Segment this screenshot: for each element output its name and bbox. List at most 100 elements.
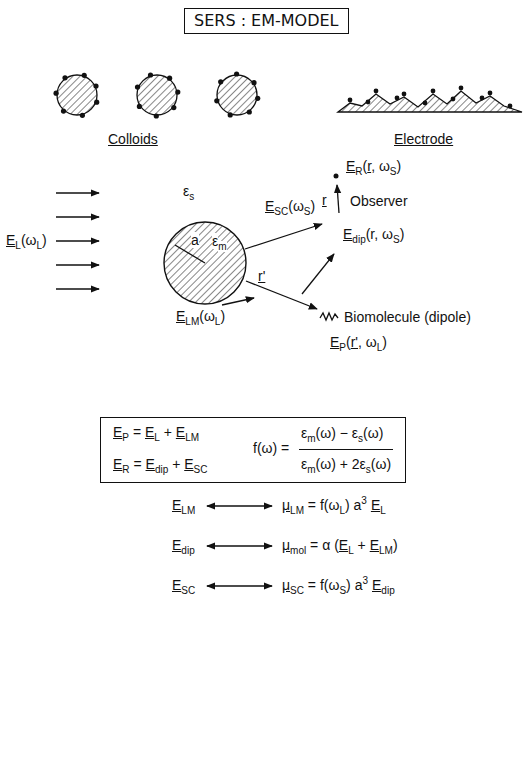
formula-text: E xyxy=(330,334,339,350)
formula-text: ) a xyxy=(346,577,362,593)
adsorbed-molecule xyxy=(395,96,400,101)
adsorbed-molecule xyxy=(402,92,407,97)
adsorbed-molecule xyxy=(171,105,176,110)
formula-text: = α ( xyxy=(306,537,339,553)
biomolecule-symbol xyxy=(320,313,338,320)
formula-text: ( xyxy=(363,158,368,174)
formula-group: εm(ω) + 2εs(ω) xyxy=(301,456,391,474)
sphere-label: εm xyxy=(212,233,227,251)
formula-text: μ xyxy=(282,537,290,553)
formula-text: S xyxy=(304,206,311,217)
formula-text: 3 xyxy=(362,575,368,586)
adsorbed-molecule xyxy=(374,89,379,94)
formula-text: LM xyxy=(379,545,393,556)
colloid-particles xyxy=(54,71,261,118)
formula-text: (ω) xyxy=(371,456,391,472)
formula-group: f(ω) = xyxy=(253,440,289,457)
formula-text: (ω) xyxy=(363,425,383,441)
metal-sphere: εma xyxy=(163,221,247,305)
formula-text: dip xyxy=(155,464,168,475)
correspondence-arrows xyxy=(207,506,272,586)
formula-text: L xyxy=(215,316,221,327)
formula-text: Colloids xyxy=(108,131,158,147)
formula-text: R xyxy=(122,464,129,475)
formula-text: Biomolecule (dipole) xyxy=(344,309,471,325)
adsorbed-molecule xyxy=(423,101,428,106)
double-arrow xyxy=(207,585,272,586)
adsorbed-molecule xyxy=(459,86,464,91)
adsorbed-molecule xyxy=(54,91,59,96)
sphere-outline xyxy=(163,221,247,305)
formula-text: L xyxy=(348,545,354,556)
formula-text: SC xyxy=(274,206,288,217)
formula-text: E xyxy=(145,424,154,440)
radius-line xyxy=(175,245,205,263)
formula-text: = xyxy=(129,424,145,440)
adsorbed-molecule xyxy=(251,80,256,85)
label-group: Edip xyxy=(172,537,195,555)
formula-text: μ xyxy=(282,497,290,513)
local-field-arrow xyxy=(222,298,254,305)
adsorbed-molecule xyxy=(480,96,485,101)
label-group: ELM xyxy=(172,497,195,515)
field-arrow xyxy=(56,216,99,217)
label-group: r xyxy=(322,192,327,209)
formula-text: r xyxy=(322,192,327,208)
formula-text: P xyxy=(122,432,129,443)
formula-text: E xyxy=(346,158,355,174)
adsorbed-molecule xyxy=(214,98,219,103)
label-group: EP(r', ωL) xyxy=(330,334,387,352)
formula-text: L xyxy=(37,240,43,251)
formula-text: Electrode xyxy=(394,131,453,147)
label-group: Colloids xyxy=(108,131,158,148)
formula-text: r xyxy=(367,158,371,174)
label-group: Electrode xyxy=(394,131,453,148)
label-group: εs xyxy=(183,183,194,201)
observer-point xyxy=(334,174,339,179)
label-group: μLM = f(ωL) a3EL xyxy=(282,497,386,515)
formula-group: EP = EL + ELM xyxy=(113,424,199,442)
formula-text: mol xyxy=(290,545,306,556)
formula-text: (ω xyxy=(199,308,215,324)
formula-text: L xyxy=(154,432,160,443)
formula-text: E xyxy=(113,424,122,440)
formula-text: 3 xyxy=(361,495,367,506)
formula-text: (ω) − ε xyxy=(316,425,358,441)
formula-box: EP = EL + ELMER = Edip + ESCf(ω) =εm(ω) … xyxy=(100,417,406,483)
position-vector xyxy=(246,281,317,309)
formula-text: Observer xyxy=(350,193,408,209)
formula-text: L xyxy=(15,240,21,251)
adsorbed-molecule xyxy=(218,79,223,84)
label-group: ER(r, ωS) xyxy=(346,158,401,176)
formula-text: + xyxy=(354,537,370,553)
field-arrow xyxy=(56,264,99,265)
formula-text: m xyxy=(307,464,315,475)
formula-text: μ xyxy=(282,577,290,593)
label-group: ESC xyxy=(172,577,195,595)
double-arrow xyxy=(207,505,272,506)
adsorbed-molecules xyxy=(348,86,513,109)
formula-text: E xyxy=(146,456,155,472)
formula-text: L xyxy=(377,342,383,353)
formula-text: ) xyxy=(400,226,405,242)
formula-text: LM xyxy=(290,505,304,516)
formula-text: S xyxy=(393,234,400,245)
formula-text: m xyxy=(218,241,226,252)
spacer xyxy=(108,150,165,151)
adsorbed-molecule xyxy=(247,109,252,114)
formula-text: ) xyxy=(393,537,398,553)
sphere-label: a xyxy=(191,232,199,249)
formula-text: L xyxy=(339,505,345,516)
formula-text: ) xyxy=(397,158,402,174)
formula-text: (r, ω xyxy=(366,226,393,242)
formula-text: , ω xyxy=(358,334,377,350)
incident-field-arrows xyxy=(56,193,99,289)
dipole-field-arrow xyxy=(302,254,334,294)
formula-text: E xyxy=(6,232,15,248)
formula-text: = f(ω xyxy=(304,497,339,513)
formula-text: + xyxy=(160,424,176,440)
formula-text: E xyxy=(172,577,181,593)
label-group: EL(ωL) xyxy=(6,232,47,250)
field-arrow xyxy=(56,240,99,241)
